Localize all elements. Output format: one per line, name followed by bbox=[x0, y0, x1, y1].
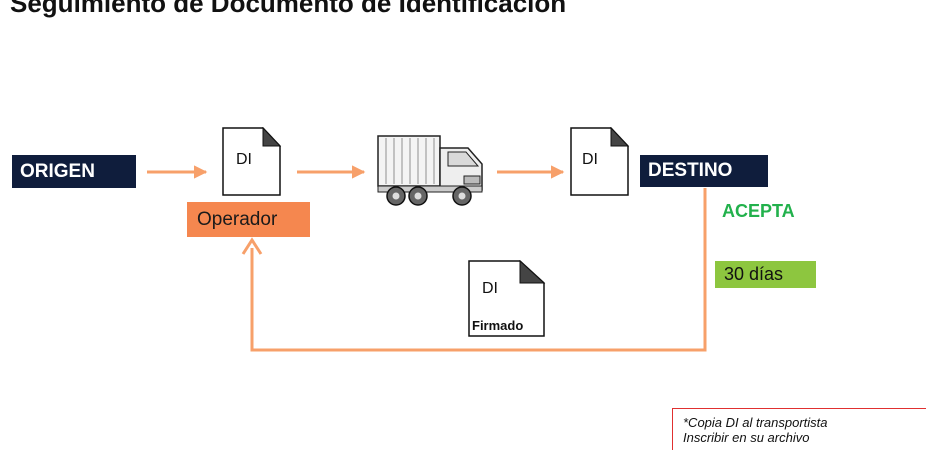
return-path bbox=[250, 188, 707, 352]
document-icon: DI Firmado bbox=[468, 260, 546, 337]
note-line-1: *Copia DI al transportista bbox=[683, 415, 828, 430]
doc1-label: DI bbox=[236, 151, 252, 168]
origin-box: ORIGEN bbox=[12, 155, 136, 188]
document-icon: DI bbox=[222, 127, 282, 196]
note-box: *Copia DI al transportista Inscribir en … bbox=[672, 408, 926, 450]
status-accepts: ACEPTA bbox=[722, 201, 795, 221]
destination-box: DESTINO bbox=[640, 155, 768, 187]
signed-doc-label: DI bbox=[482, 280, 498, 297]
note-line-2: Inscribir en su archivo bbox=[683, 430, 810, 445]
page-title: Seguimiento de Documento de Identificaci… bbox=[10, 0, 567, 18]
doc2-label: DI bbox=[582, 151, 598, 168]
truck-icon bbox=[377, 135, 483, 206]
signed-doc-caption: Firmado bbox=[472, 318, 523, 333]
document-icon: DI bbox=[570, 127, 630, 196]
operator-box: Operador bbox=[187, 202, 310, 237]
days-box: 30 días bbox=[715, 261, 816, 288]
arrow-up-icon bbox=[241, 237, 263, 255]
